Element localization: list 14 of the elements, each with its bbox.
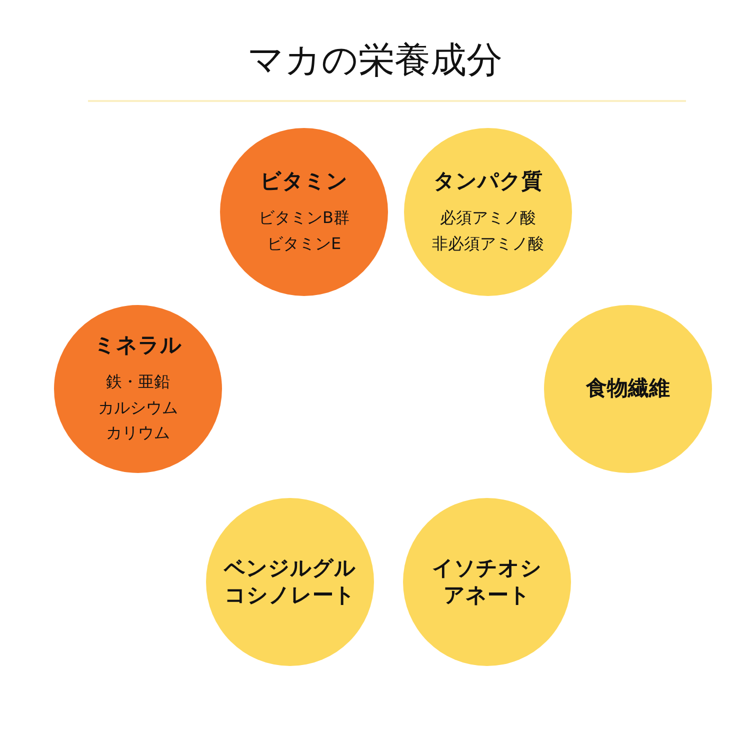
nutrient-heading: ミネラル [94,332,182,359]
nutrient-heading: イソチオシアネート [431,554,543,609]
nutrient-heading: タンパク質 [434,168,542,195]
nutrient-heading: ベンジルグルコシノレート [222,554,357,609]
nutrient-item: 非必須アミノ酸 [432,232,544,255]
nutrient-item: ビタミンE [266,232,342,255]
title: マカの栄養成分 [246,39,504,83]
nutrient-heading: 食物繊維 [586,375,670,402]
nutrient-item: 必須アミノ酸 [440,207,536,230]
nutrient-heading: ビタミン [260,168,348,195]
nutrient-item: ビタミンB群 [258,207,350,230]
nutrient-item: カルシウム [98,396,178,419]
nutrient-item: カリウム [106,422,170,444]
nutrient-item: 鉄・亜鉛 [106,371,170,394]
